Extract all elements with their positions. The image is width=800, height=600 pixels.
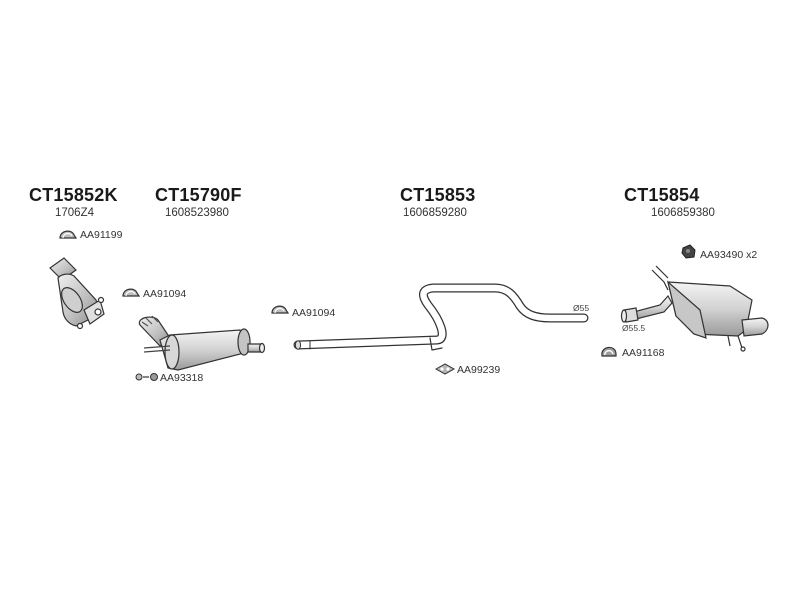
clamp-icon [59,230,78,239]
assembly-number-4: 1606859380 [651,207,715,219]
part-label-rubber-mount: AA93490 x2 [700,249,758,261]
intermediate-pipe [293,283,589,351]
part-label-clamp-b: AA91094 [143,288,187,300]
clamp-icon [601,346,617,357]
rubber-mount-icon [681,244,696,259]
particle-filter [138,315,266,371]
catalytic-converter [49,257,105,330]
rear-silencer [620,265,769,352]
bolt-kit-icon [135,373,158,381]
assembly-number-3: 1606859280 [403,207,467,219]
assembly-code-4: CT15854 [624,185,700,205]
assembly-number-2: 1608523980 [165,207,229,219]
dimension-pipe-diameter: Ø55 [573,303,590,313]
assembly-number-1: 1706Z4 [55,207,95,219]
part-label-bolt-kit: AA93318 [160,372,204,384]
assembly-code-3: CT15853 [400,185,476,205]
part-label-clamp-a: AA91199 [80,229,123,241]
part-label-hanger-mid: AA99239 [457,364,501,376]
assembly-code-2: CT15790F [155,185,242,205]
hanger-icon [434,363,456,375]
part-label-clamp-rear: AA91168 [622,347,665,359]
clamp-icon [271,305,290,314]
assembly-code-1: CT15852K [29,185,118,205]
part-label-clamp-c: AA91094 [292,307,336,319]
dimension-tail-diameter: Ø55.5 [622,323,646,333]
clamp-icon [122,288,141,297]
